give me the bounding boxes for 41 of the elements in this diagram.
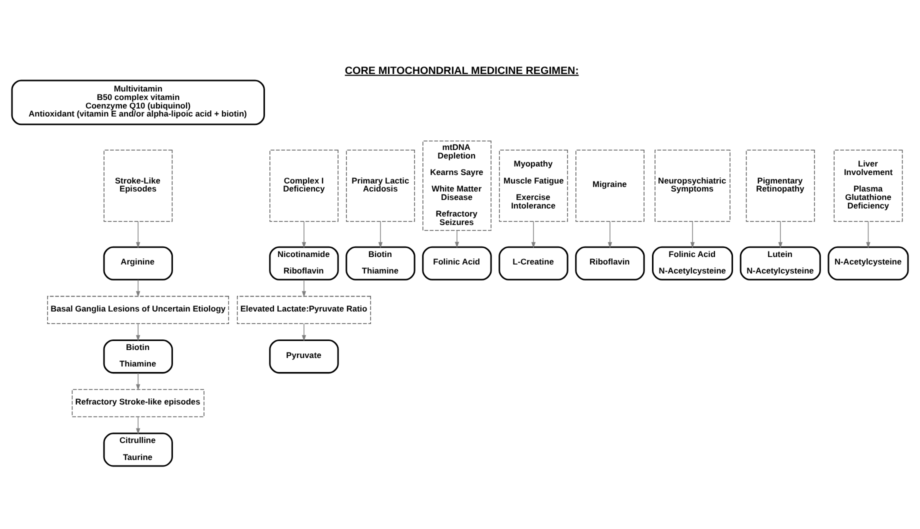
arrow [302,221,306,248]
arrow [778,221,782,248]
node-box: Myopathy Muscle Fatigue Exercise Intolerance [499,150,568,222]
node-box: Primary Lactic Acidosis [346,150,415,222]
node-box: Elevated Lactate:Pyruvate Ratio [236,296,371,324]
node-box: Refractory Stroke-like episodes [72,389,204,418]
arrow [136,372,140,390]
node-box: Neuropsychiatric Symptoms [654,150,730,222]
arrow [136,280,140,298]
arrow [136,323,140,342]
arrow [378,221,383,248]
node-box: N-Acetylcysteine [828,246,909,280]
node-box: Multivitamin B50 complex vitamin Coenzyme Q10 (ubiquinol) Antioxidant (vitamin E and/or alpha-lipoic acid + biotin) [11,80,265,126]
node-box: Folinic Acid N-Acetylcysteine [652,246,734,280]
arrow [302,323,306,342]
node-box: Liver Involvement Plasma Glutathione Deficiency [834,150,903,222]
node-box: Migraine [576,150,644,222]
arrow [608,221,612,248]
arrow [866,221,870,248]
node-box: Basal Ganglia Lesions of Uncertain Etiology [47,296,229,324]
node-box: Pigmentary Retinopathy [746,150,815,222]
node-box: Complex I Deficiency [270,150,338,222]
node-box: Biotin Thiamine [103,339,173,374]
node-box: Biotin Thiamine [346,246,416,280]
node-box: Stroke-Like Episodes [104,150,173,222]
arrow [454,230,460,248]
arrow [136,221,140,248]
arrow [136,416,140,434]
arrow [302,280,306,298]
arrow [690,221,695,248]
node-box: Pyruvate [269,339,339,374]
arrow [531,221,536,248]
node-box: Arginine [103,246,173,280]
node-box: Nicotinamide Riboflavin [269,246,339,280]
node-box: L-Creatine [498,246,568,280]
diagram-title: CORE MITOCHONDRIAL MEDICINE REGIMEN: [344,64,579,77]
node-box: Folinic Acid [422,246,492,280]
node-box: mtDNA Depletion Kearns Sayre White Matter Disease Refractory Seizures [422,140,492,231]
node-box: Citrulline Taurine [103,432,173,467]
node-box: Riboflavin [575,246,645,280]
node-box: Lutein N-Acetylcysteine [740,246,821,280]
